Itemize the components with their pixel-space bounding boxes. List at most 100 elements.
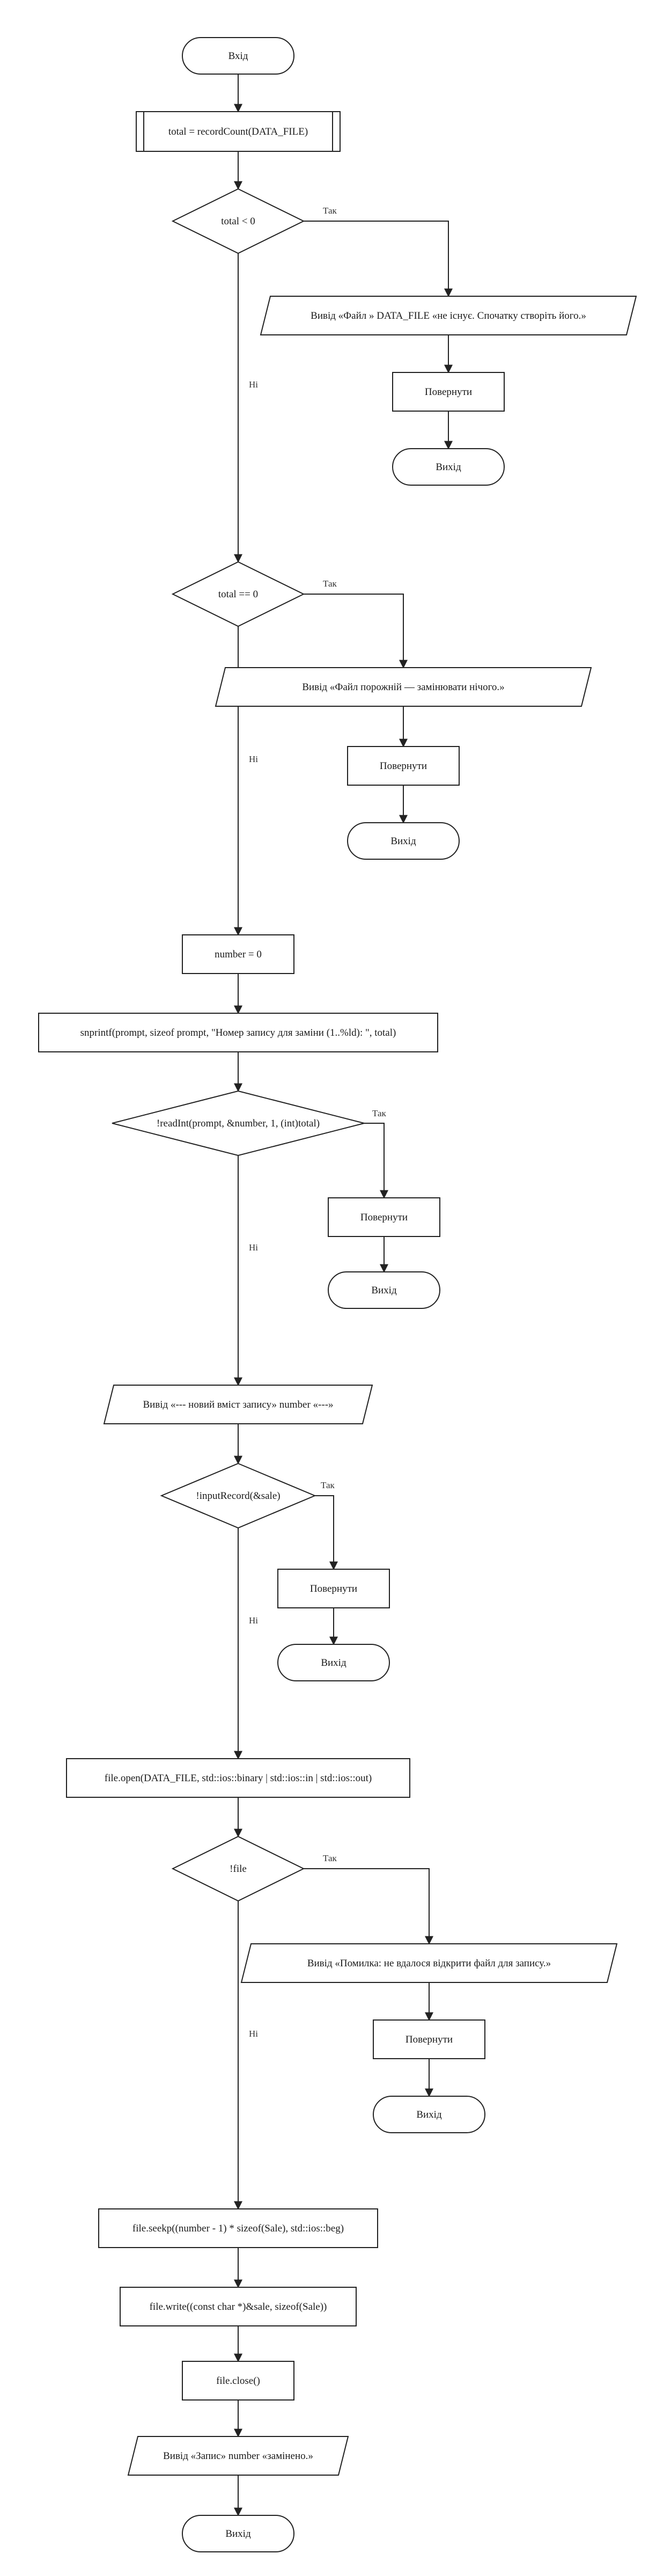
edge-label-d2-o2: Так (323, 579, 337, 589)
node-text: file.close() (216, 2375, 260, 2387)
node-text: number = 0 (215, 949, 262, 960)
process-shape (277, 1569, 390, 1608)
edge-d4-r4 (315, 1495, 338, 1570)
decision-shape (171, 1835, 305, 1902)
node-text: Вихід (436, 462, 461, 473)
node-text: Вихід (416, 2109, 442, 2120)
node-text: Повернути (360, 1212, 408, 1223)
nodes-layer: Вхід total = recordCount(DATA_FILE)total … (38, 37, 637, 2552)
io-shape (103, 1385, 373, 1424)
node-text: Вивід «Файл » DATA_FILE «не існує. Споча… (311, 310, 586, 321)
node-text: Вивід «Помилка: не вдалося відкрити файл… (307, 1958, 551, 1969)
process-shape (328, 1197, 440, 1237)
node-r3-process: Повернути (328, 1197, 440, 1237)
node-text: Вхід (228, 50, 248, 62)
node-e2-terminal: Вихід (347, 822, 460, 860)
edge-label-d2-n2: Ні (249, 754, 258, 764)
node-text: Повернути (405, 2034, 453, 2045)
edge-label-d4-r4: Так (321, 1480, 335, 1490)
process-shape (182, 2361, 294, 2401)
node-e5-terminal: Вихід (373, 2096, 485, 2133)
node-text: !inputRecord(&sale) (196, 1490, 280, 1502)
node-d1-decision: total < 0 (171, 188, 305, 254)
node-n3-process: snprintf(prompt, sizeof prompt, "Номер з… (38, 1013, 438, 1052)
node-text: file.seekp((number - 1) * sizeof(Sale), … (132, 2223, 344, 2234)
node-o2-io: Вивід «Файл порожній — замінювати нічого… (215, 667, 592, 707)
node-text: Вихід (225, 2528, 251, 2540)
node-n7-process: file.close() (182, 2361, 294, 2401)
io-shape (215, 667, 592, 707)
edge-label-d3-o3: Ні (249, 1242, 258, 1253)
edge-d3-r3 (364, 1123, 388, 1199)
node-text: snprintf(prompt, sizeof prompt, "Номер з… (80, 1027, 396, 1038)
node-text: file.write((const char *)&sale, sizeof(S… (150, 2301, 327, 2312)
process-shape (392, 372, 505, 412)
terminal-shape (392, 448, 505, 486)
node-text: total < 0 (221, 216, 255, 227)
terminal-shape (277, 1644, 390, 1681)
node-r5-process: Повернути (373, 2019, 485, 2059)
node-text: Вивід «--- новий вміст запису» number «-… (143, 1399, 333, 1410)
node-o6-io: Вивід «Запис» number «замінено.» (127, 2436, 349, 2476)
subprocess-shape (136, 111, 341, 152)
process-shape (38, 1013, 438, 1052)
node-d4-decision: !inputRecord(&sale) (160, 1462, 316, 1529)
edge-d1-o1 (304, 221, 453, 297)
node-e1-terminal: Вихід (392, 448, 505, 486)
node-n5-process: file.seekp((number - 1) * sizeof(Sale), … (98, 2208, 378, 2248)
io-shape (127, 2436, 349, 2476)
decision-shape (171, 188, 305, 254)
node-r2-process: Повернути (347, 746, 460, 786)
edge-label-d1-d2: Ні (249, 379, 258, 390)
node-d2-decision: total == 0 (171, 561, 305, 627)
node-n6-process: file.write((const char *)&sale, sizeof(S… (120, 2287, 357, 2326)
edge-label-d5-o5: Так (323, 1853, 337, 1863)
process-shape (98, 2208, 378, 2248)
node-n4-process: file.open(DATA_FILE, std::ios::binary | … (66, 1758, 410, 1798)
node-n1-subprocess: total = recordCount(DATA_FILE) (136, 111, 341, 152)
node-d3-decision: !readInt(prompt, &number, 1, (int)total) (112, 1090, 365, 1157)
terminal-shape (182, 2515, 294, 2552)
node-r1-process: Повернути (392, 372, 505, 412)
node-n2-process: number = 0 (182, 934, 294, 974)
node-text: Вивід «Файл порожній — замінювати нічого… (302, 682, 504, 693)
decision-shape (112, 1090, 365, 1157)
process-shape (66, 1758, 410, 1798)
io-shape (260, 296, 637, 335)
process-shape (182, 934, 294, 974)
terminal-shape (373, 2096, 485, 2133)
process-shape (120, 2287, 357, 2326)
node-o5-io: Вивід «Помилка: не вдалося відкрити файл… (240, 1943, 618, 1983)
terminal-shape (328, 1271, 440, 1309)
terminal-shape (347, 822, 460, 860)
node-o3-io: Вивід «--- новий вміст запису» number «-… (103, 1385, 373, 1424)
node-text: total = recordCount(DATA_FILE) (168, 126, 308, 137)
edge-label-d4-n4: Ні (249, 1615, 258, 1626)
node-e4-terminal: Вихід (277, 1644, 390, 1681)
node-text: !readInt(prompt, &number, 1, (int)total) (157, 1118, 320, 1129)
node-e3-terminal: Вихід (328, 1271, 440, 1309)
decision-shape (171, 561, 305, 627)
edge-d2-o2 (304, 594, 408, 669)
node-end-terminal: Вихід (182, 2515, 294, 2552)
node-text: !file (230, 1863, 247, 1875)
node-text: Вихід (321, 1657, 346, 1668)
node-d5-decision: !file (171, 1835, 305, 1902)
node-text: Повернути (380, 760, 427, 772)
io-shape (240, 1943, 618, 1983)
node-text: Повернути (425, 386, 472, 398)
node-text: total == 0 (218, 589, 258, 600)
node-text: file.open(DATA_FILE, std::ios::binary | … (105, 1773, 372, 1784)
node-text: Вивід «Запис» number «замінено.» (163, 2450, 313, 2462)
node-o1-io: Вивід «Файл » DATA_FILE «не існує. Споча… (260, 296, 637, 335)
node-start-terminal: Вхід (182, 37, 294, 75)
edge-label-d3-r3: Так (372, 1108, 387, 1118)
node-r4-process: Повернути (277, 1569, 390, 1608)
edge-d5-o5 (304, 1868, 433, 1945)
process-shape (347, 746, 460, 786)
edge-label-d1-o1: Так (323, 206, 337, 216)
process-shape (373, 2019, 485, 2059)
node-text: Вихід (371, 1285, 397, 1296)
